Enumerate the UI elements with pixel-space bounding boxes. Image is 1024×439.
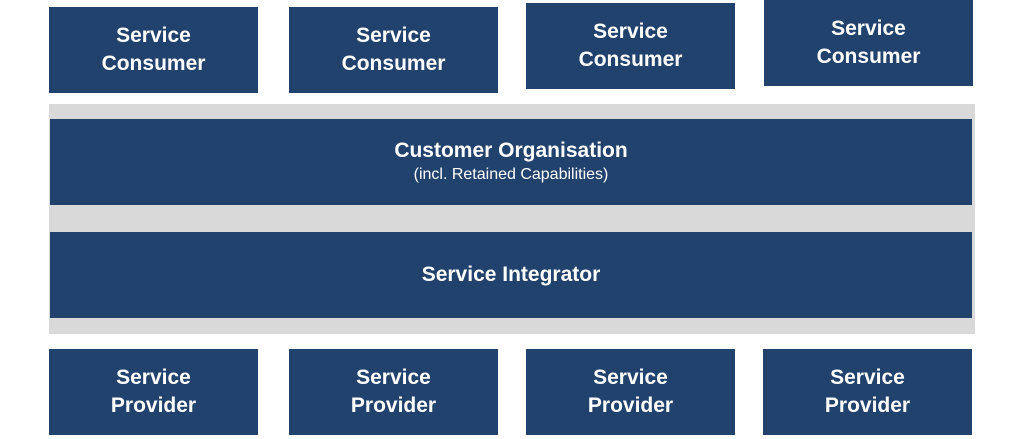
customer-organisation-subtitle: (incl. Retained Capabilities) [413, 166, 609, 183]
service-provider-box-2: Service Provider [289, 349, 498, 435]
service-consumer-box-4: Service Consumer [764, 0, 973, 86]
service-provider-box-4: Service Provider [763, 349, 972, 435]
service-consumer-label: Service Consumer [101, 24, 206, 75]
service-consumer-label: Service Consumer [341, 24, 446, 75]
service-provider-label: Service Provider [350, 366, 437, 417]
service-consumer-label: Service Consumer [578, 20, 683, 71]
service-provider-box-1: Service Provider [49, 349, 258, 435]
service-provider-label: Service Provider [587, 366, 674, 417]
service-consumer-box-3: Service Consumer [526, 3, 735, 89]
service-provider-box-3: Service Provider [526, 349, 735, 435]
service-provider-label: Service Provider [110, 366, 197, 417]
service-provider-label: Service Provider [824, 366, 911, 417]
service-consumer-label: Service Consumer [816, 17, 921, 68]
service-integrator-layer: Service Integrator [50, 232, 972, 318]
customer-organisation-title: Customer Organisation [394, 139, 628, 162]
service-consumer-box-2: Service Consumer [289, 7, 498, 93]
service-consumer-box-1: Service Consumer [49, 7, 258, 93]
service-integrator-title: Service Integrator [421, 263, 601, 286]
customer-organisation-layer: Customer Organisation (incl. Retained Ca… [50, 119, 972, 205]
